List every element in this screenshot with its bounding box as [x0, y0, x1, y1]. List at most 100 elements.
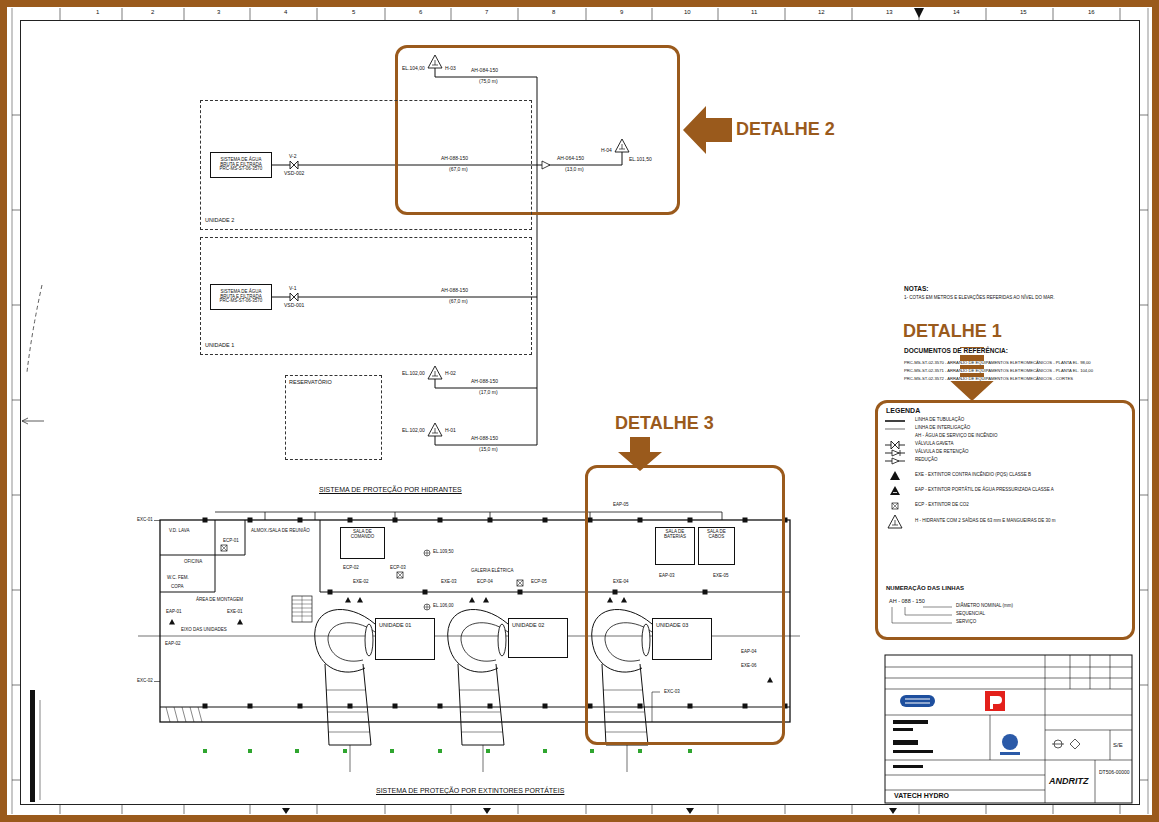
column: [703, 590, 708, 595]
structural-columns: [203, 518, 788, 709]
extinguisher-tag: EAP-05: [612, 503, 630, 508]
extinguisher-symbols: [169, 597, 773, 683]
room-box: SALA DE CABOS: [698, 527, 735, 565]
line-numbering-key: SEQUENCIAL: [955, 612, 986, 617]
line-numbering-key: DIÂMETRO NOMINAL (mm): [955, 604, 1014, 609]
note-text: 1- COTAS EM METROS E ELEVAÇÕES REFERIDAS…: [903, 296, 1055, 301]
room-label: COPA: [170, 585, 184, 590]
extinguisher-symbol: [469, 597, 475, 603]
area-boundary: UNIDADE 2SISTEMA DE ÁGUA BRUTA E FILTRAD…: [200, 100, 532, 230]
detail-callout: DETALHE 1: [875, 400, 1135, 640]
column: [423, 590, 428, 595]
redacted-text: [893, 728, 913, 731]
margin-strip: [12, 8, 1148, 814]
hydrant-tag: H-02: [444, 371, 457, 376]
extinguisher-tag: EXC-02: [136, 679, 154, 684]
extinguisher-tag: ECP-05: [530, 580, 548, 585]
hydrant-symbol: [428, 423, 442, 436]
pipe-length: (75,0 m): [478, 79, 499, 84]
sheet-column-number: 1: [95, 9, 100, 15]
extinguisher-symbol: [169, 619, 175, 625]
sheet-column-number: 16: [1087, 9, 1096, 15]
extinguisher-tag: EXE-02: [352, 580, 370, 585]
sheet-column-number: 14: [952, 9, 961, 15]
building-outline: [160, 520, 790, 722]
sheet-column-number: 3: [216, 9, 221, 15]
unit-name: UNIDADE 02: [512, 622, 544, 628]
sheet-column-number: 2: [150, 9, 155, 15]
elevation-tag: EL.102,00: [401, 371, 426, 376]
green-marker: [248, 749, 252, 753]
title-block-text: S/E: [1112, 742, 1124, 748]
green-marker: [543, 749, 547, 753]
sheet-column-number: 15: [1019, 9, 1028, 15]
reference-document: PRC-MS-ST-02-3572 - ARRANJO DE EQUIPAMEN…: [903, 377, 1074, 381]
note-heading: NOTAS:: [903, 286, 929, 293]
grid-tick: [12, 590, 20, 591]
system-name: PRC-MS-ST-06-3570: [220, 299, 263, 304]
legend-symbol: [890, 471, 900, 480]
extinguisher-tag: ECP-03: [389, 566, 407, 571]
generating-unit: UNIDADE 03: [652, 618, 712, 660]
grid-tick: [1140, 210, 1148, 211]
legend-text: H - HIDRANTE COM 2 SAÍDAS DE 63 mm E MAN…: [915, 519, 1056, 524]
sheet-marker: [282, 808, 897, 814]
system-name: PRC-MS-ST-06-3570: [220, 167, 263, 172]
grid-tick: [852, 8, 853, 20]
column: [328, 590, 333, 595]
hydrant-symbol: [888, 515, 902, 528]
drawing-title: SISTEMA DE PROTEÇÃO POR EXTINTORES PORTÁ…: [375, 787, 565, 794]
grid-tick: [1140, 685, 1148, 686]
extinguisher-symbol: [890, 486, 900, 495]
turbine-unit: [592, 609, 652, 745]
owner-logo-mark: [990, 696, 1002, 709]
grid-tick: [122, 805, 123, 814]
legend-symbol: [890, 486, 900, 495]
grid-tick: [184, 805, 185, 814]
extinguisher-symbol: [345, 597, 351, 603]
unit-name: UNIDADE 01: [379, 622, 411, 628]
pipe-line-number: AH-064-150: [556, 156, 585, 161]
grid-tick: [1120, 8, 1121, 20]
redacted-text: [893, 720, 928, 724]
legend-text: LINHA DE TUBULAÇÃO: [915, 418, 964, 423]
detail-title: DETALHE 2: [736, 119, 835, 140]
area-boundary: RESERVATÓRIO: [285, 375, 382, 460]
grid-tick: [122, 8, 123, 20]
cut-mark: [27, 285, 42, 372]
turbine-unit: [315, 609, 375, 745]
legend-symbol: [888, 515, 902, 528]
title-block-text: ANDRITZ: [1048, 777, 1090, 786]
column: [348, 518, 353, 523]
projection-symbol: [1052, 739, 1080, 749]
valve-symbol: [891, 441, 899, 449]
legend-text: AH - ÁGUA DE SERVIÇO DE INCÊNDIO: [915, 434, 997, 439]
room-label: V.D. LAVA: [168, 529, 190, 534]
legend-symbol: [885, 429, 905, 430]
legend-text: EAP - EXTINTOR PORTÁTIL DE ÁGUA PRESSURI…: [915, 488, 1054, 493]
legend-heading: NUMERAÇÃO DAS LINHAS: [885, 585, 965, 591]
green-marker: [486, 749, 490, 753]
grid-tick: [250, 8, 251, 20]
grid-tick: [12, 305, 20, 306]
extinguisher-symbol: [357, 597, 363, 603]
grid-tick: [1053, 8, 1054, 20]
elevation-tag: EL.104,00: [401, 66, 426, 71]
extinguisher-tag: ECP-02: [342, 566, 360, 571]
legend-text: ECP - EXTINTOR DE CO2: [915, 503, 969, 508]
column: [393, 518, 398, 523]
co2-extinguisher-symbol: [397, 572, 403, 578]
legend-samples: [885, 421, 905, 528]
room-label: EIXO DAS UNIDADES: [180, 628, 228, 633]
line-numbering-key: SERVIÇO: [955, 620, 977, 625]
grid-tick: [652, 8, 653, 20]
co2-extinguisher-symbol: [517, 580, 523, 586]
column: [438, 704, 443, 709]
title-block-grid: [885, 655, 1132, 803]
column: [543, 518, 548, 523]
extinguisher-tag: EAP-01: [165, 610, 183, 615]
